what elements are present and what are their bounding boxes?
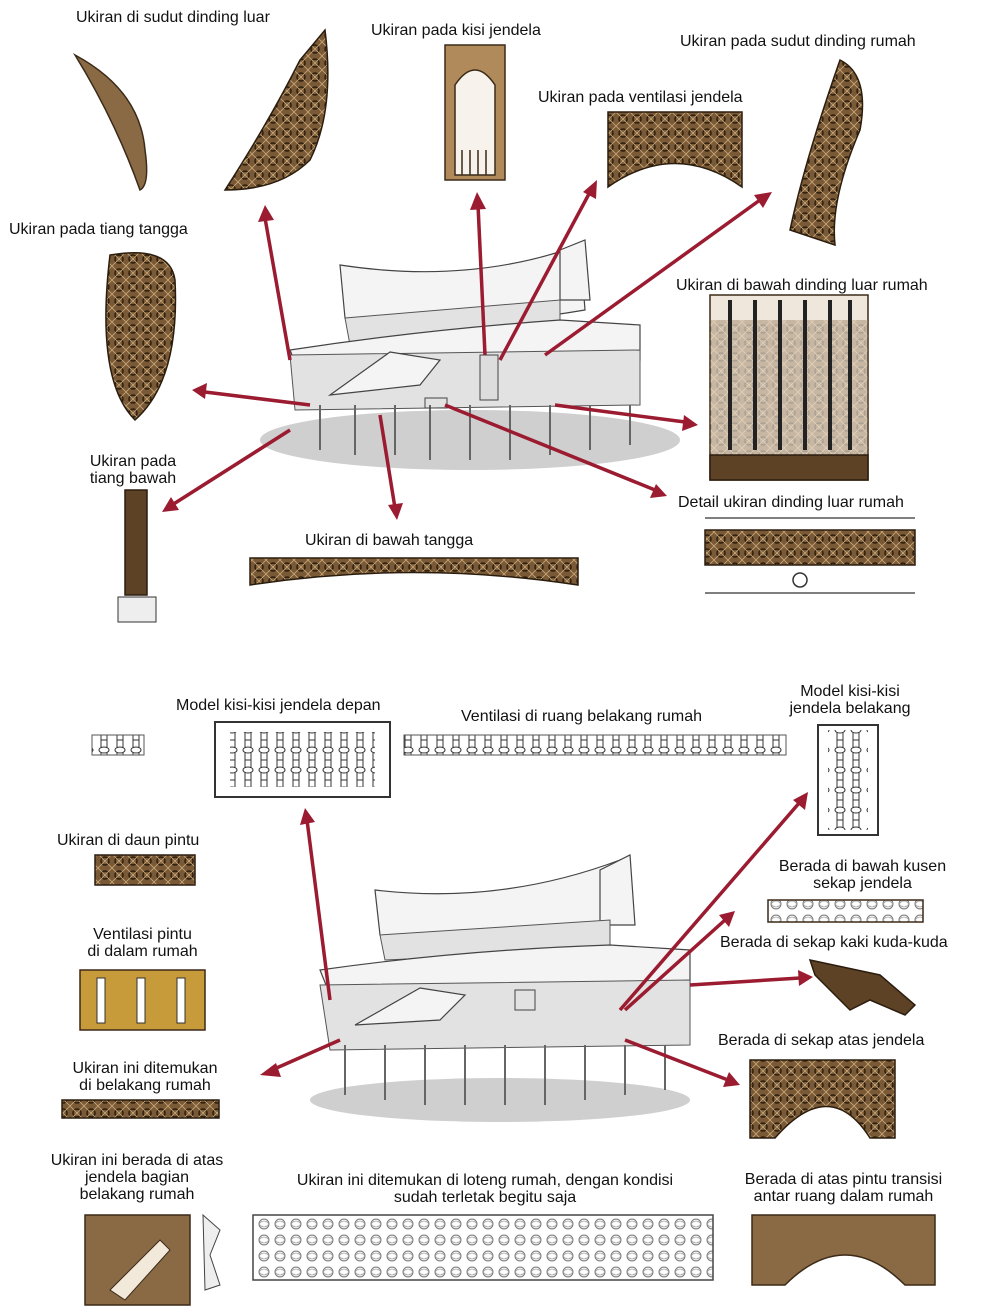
- label-kisi-jendela: Ukiran pada kisi jendela: [371, 22, 541, 39]
- label-sudut-dinding-luar: Ukiran di sudut dinding luar: [76, 9, 270, 26]
- label-sudut-dinding-rumah: Ukiran pada sudut dinding rumah: [680, 33, 916, 50]
- label-ventilasi-belakang: Ventilasi di ruang belakang rumah: [461, 708, 702, 725]
- label-atas-jendela-belakang: Ukiran ini berada di atas jendela bagian…: [28, 1152, 246, 1203]
- label-ventilasi-jendela: Ukiran pada ventilasi jendela: [538, 89, 743, 106]
- label-detail-dinding-luar: Detail ukiran dinding luar rumah: [678, 494, 904, 511]
- label-loteng-line2: sudah terletak begitu saja: [255, 1189, 715, 1206]
- bottom-house-illustration: [310, 855, 690, 1122]
- label-belakang-rumah-line2: di belakang rumah: [45, 1077, 245, 1094]
- label-tiang-tangga: Ukiran pada tiang tangga: [9, 221, 188, 238]
- label-belakang-rumah: Ukiran ini ditemukan di belakang rumah: [45, 1060, 245, 1094]
- label-kusen-line2: sekap jendela: [755, 875, 970, 892]
- label-ventilasi-pintu-line1: Ventilasi pintu: [60, 926, 225, 943]
- label-kusen-line1: Berada di bawah kusen: [755, 858, 970, 875]
- label-ventilasi-pintu-line2: di dalam rumah: [60, 943, 225, 960]
- label-kisi-depan: Model kisi-kisi jendela depan: [176, 697, 381, 714]
- label-transisi-line2: antar ruang dalam rumah: [726, 1188, 961, 1205]
- label-loteng: Ukiran ini ditemukan di loteng rumah, de…: [255, 1172, 715, 1206]
- label-kisi-belakang-line2: jendela belakang: [770, 700, 930, 717]
- label-atas-jendela-belakang-line3: belakang rumah: [28, 1186, 246, 1203]
- label-tiang-bawah-line1: Ukiran pada: [78, 453, 188, 470]
- label-kaki-kuda: Berada di sekap kaki kuda-kuda: [720, 934, 948, 951]
- label-transisi: Berada di atas pintu transisi antar ruan…: [726, 1171, 961, 1205]
- label-atas-jendela: Berada di sekap atas jendela: [718, 1032, 924, 1049]
- label-bawah-tangga: Ukiran di bawah tangga: [305, 532, 473, 549]
- label-transisi-line1: Berada di atas pintu transisi: [726, 1171, 961, 1188]
- label-kusen: Berada di bawah kusen sekap jendela: [755, 858, 970, 892]
- label-atas-jendela-belakang-line1: Ukiran ini berada di atas: [28, 1152, 246, 1169]
- label-atas-jendela-belakang-line2: jendela bagian: [28, 1169, 246, 1186]
- label-belakang-rumah-line1: Ukiran ini ditemukan: [45, 1060, 245, 1077]
- label-kisi-belakang: Model kisi-kisi jendela belakang: [770, 683, 930, 717]
- label-tiang-bawah: Ukiran pada tiang bawah: [78, 453, 188, 487]
- label-bawah-dinding-luar: Ukiran di bawah dinding luar rumah: [676, 277, 928, 294]
- label-daun-pintu: Ukiran di daun pintu: [57, 832, 199, 849]
- label-tiang-bawah-line2: tiang bawah: [78, 470, 188, 487]
- top-house-illustration: [260, 240, 680, 470]
- label-kisi-belakang-line1: Model kisi-kisi: [770, 683, 930, 700]
- label-ventilasi-pintu: Ventilasi pintu di dalam rumah: [60, 926, 225, 960]
- label-loteng-line1: Ukiran ini ditemukan di loteng rumah, de…: [255, 1172, 715, 1189]
